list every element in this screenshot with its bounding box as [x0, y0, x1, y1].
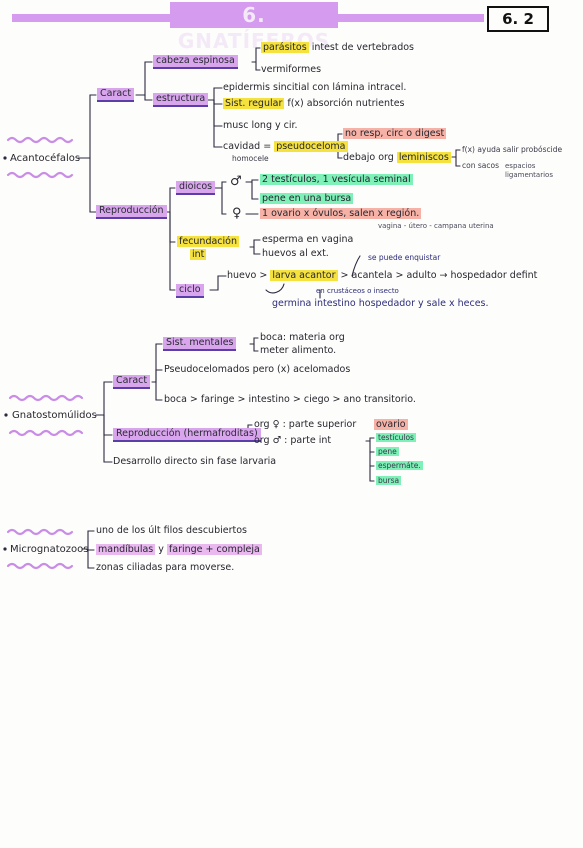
acanto-caract-box: Caract [97, 88, 135, 102]
acanto-testiculos: 2 testículos, 1 vesícula seminal [260, 174, 413, 186]
gnato-ovario-highlight: ovario [374, 419, 408, 430]
gnato-esperma-highlight: espermáte. [376, 461, 423, 470]
parasitos-rest: intest de vertebrados [311, 42, 414, 53]
testiculos-highlight: 2 testículos, 1 vesícula seminal [260, 174, 413, 185]
mandibulas-highlight: mandíbulas [96, 544, 156, 555]
acanto-ovario: 1 ovario x óvulos, salen x región. [260, 208, 422, 220]
pene-highlight: pene en una bursa [260, 193, 354, 204]
gnato-meter: meter alimento. [260, 345, 337, 356]
acanto-no-resp: no resp, circ o digest [343, 128, 447, 140]
fecundacion-highlight: fecundación [177, 236, 240, 247]
topic-acantocefalos: Acantocéfalos [10, 153, 81, 164]
acanto-epidermis: epidermis sincitial con lámina intracel. [223, 82, 407, 93]
gnato-org-m: org ♂ : parte int [254, 435, 332, 446]
gnato-testiculos-highlight: testículos [376, 433, 416, 442]
gnato-sist-mental-box: Sist. mentales [163, 337, 237, 351]
acanto-fx-ayuda: f(x) ayuda salir probóscide [462, 145, 563, 154]
gnato-ovario: ovario [374, 419, 408, 431]
huevo-label: huevo > [227, 270, 268, 281]
cavidad-label: cavidad = [223, 141, 272, 152]
topic-micrognatozoos: Micrognatozoos [10, 544, 89, 555]
acanto-sist-regular: Sist. regular f(x) absorción nutrientes [223, 98, 405, 110]
acanto-se-puede: se puede enquistar [368, 253, 441, 262]
sist-regular-rest: f(x) absorción nutrientes [287, 98, 405, 109]
page-title: 6. GNATÍFEROS [170, 2, 338, 53]
parasitos-highlight: parásitos [261, 42, 309, 53]
gnato-pene-highlight: pene [376, 447, 399, 456]
acanto-con-sacos: con sacos [462, 161, 499, 170]
acanto-ciclo-line: huevo > larva acantor > acantela > adult… [227, 270, 537, 282]
adulto-label: adulto → hospedador defint [406, 270, 538, 281]
acanto-vermiformes: vermiformes [261, 64, 322, 75]
acanto-debajo: debajo org leminiscos [343, 152, 451, 164]
gnato-bursa: bursa [376, 476, 402, 486]
title-bar-right [338, 14, 484, 22]
section-code: 6. 2 [487, 6, 549, 32]
faringe-highlight: faringe + compleja [166, 544, 262, 555]
gnato-boca-line: boca > faringe > intestino > ciego > ano… [164, 394, 416, 405]
ovario-highlight: 1 ovario x óvulos, salen x región. [260, 208, 422, 219]
acanto-crustaceos: en crustáceos o insecto [316, 287, 399, 295]
female-symbol: ♀ [232, 206, 242, 221]
acanto-parasitos: parásitos intest de vertebrados [261, 42, 414, 54]
acanto-cavidad: cavidad = pseudoceloma [223, 141, 348, 153]
acanto-musc: musc long y cir. [223, 120, 298, 131]
acanto-huevos-ext: huevos al ext. [262, 248, 329, 259]
acanto-reproduccion-box: Reproducción [96, 205, 167, 219]
gnato-pseudocel: Pseudocelomados pero (x) acelomados [164, 364, 351, 375]
no-resp-highlight: no resp, circ o digest [343, 128, 447, 139]
acanto-germina: germina intestino hospedador y sale x he… [272, 298, 489, 309]
acanto-homocele: homocele [232, 154, 269, 163]
gnato-bucal: boca: materia org [260, 332, 345, 343]
pseudoceloma-highlight: pseudoceloma [274, 141, 348, 152]
acanto-fec-int: int [190, 249, 207, 261]
acanto-ciclo-box: ciclo [176, 284, 204, 298]
gnato-testiculos: testículos [376, 433, 416, 443]
micro-mandibulas: mandíbulas y faringe + compleja [96, 544, 262, 556]
micro-zonas: zonas ciliadas para moverse. [96, 562, 235, 573]
male-symbol: ♂ [230, 174, 242, 189]
acanto-dioicos-box: dioicos [176, 181, 216, 195]
debajo-label: debajo org [343, 152, 394, 163]
gnato-reproduccion-box: Reproducción (hermafroditas) [113, 428, 261, 442]
acanto-fecundacion: fecundación [177, 236, 240, 247]
micro-y: y [158, 544, 164, 555]
fec-int-highlight: int [190, 249, 207, 260]
acantela-label: > acantela > [340, 270, 404, 281]
leminiscos-highlight: leminiscos [396, 152, 451, 163]
acanto-vagina: vagina - útero - campana uterina [378, 222, 494, 230]
topic-gnatostomulidos: Gnatostomúlidos [12, 410, 97, 421]
acanto-cabeza-box: cabeza espinosa [153, 55, 238, 69]
acanto-sacos-rest: espacios ligamentarios [505, 162, 553, 179]
gnato-pene: pene [376, 447, 399, 457]
gnato-esperma: espermáte. [376, 461, 423, 471]
larva-highlight: larva acantor [270, 270, 338, 281]
acanto-esperma: esperma en vagina [262, 234, 354, 245]
acanto-pene: pene en una bursa [260, 193, 354, 205]
acanto-estructura-box: estructura [153, 93, 209, 107]
gnato-caract-box: Caract [113, 375, 151, 389]
title-bar-left [12, 14, 172, 22]
gnato-bursa-highlight: bursa [376, 476, 402, 485]
micro-uno: uno de los últ filos descubiertos [96, 525, 247, 536]
sist-regular-highlight: Sist. regular [223, 98, 285, 109]
gnato-desarrollo: Desarrollo directo sin fase larvaria [113, 456, 277, 467]
gnato-org-f: org ♀ : parte superior [254, 419, 357, 430]
